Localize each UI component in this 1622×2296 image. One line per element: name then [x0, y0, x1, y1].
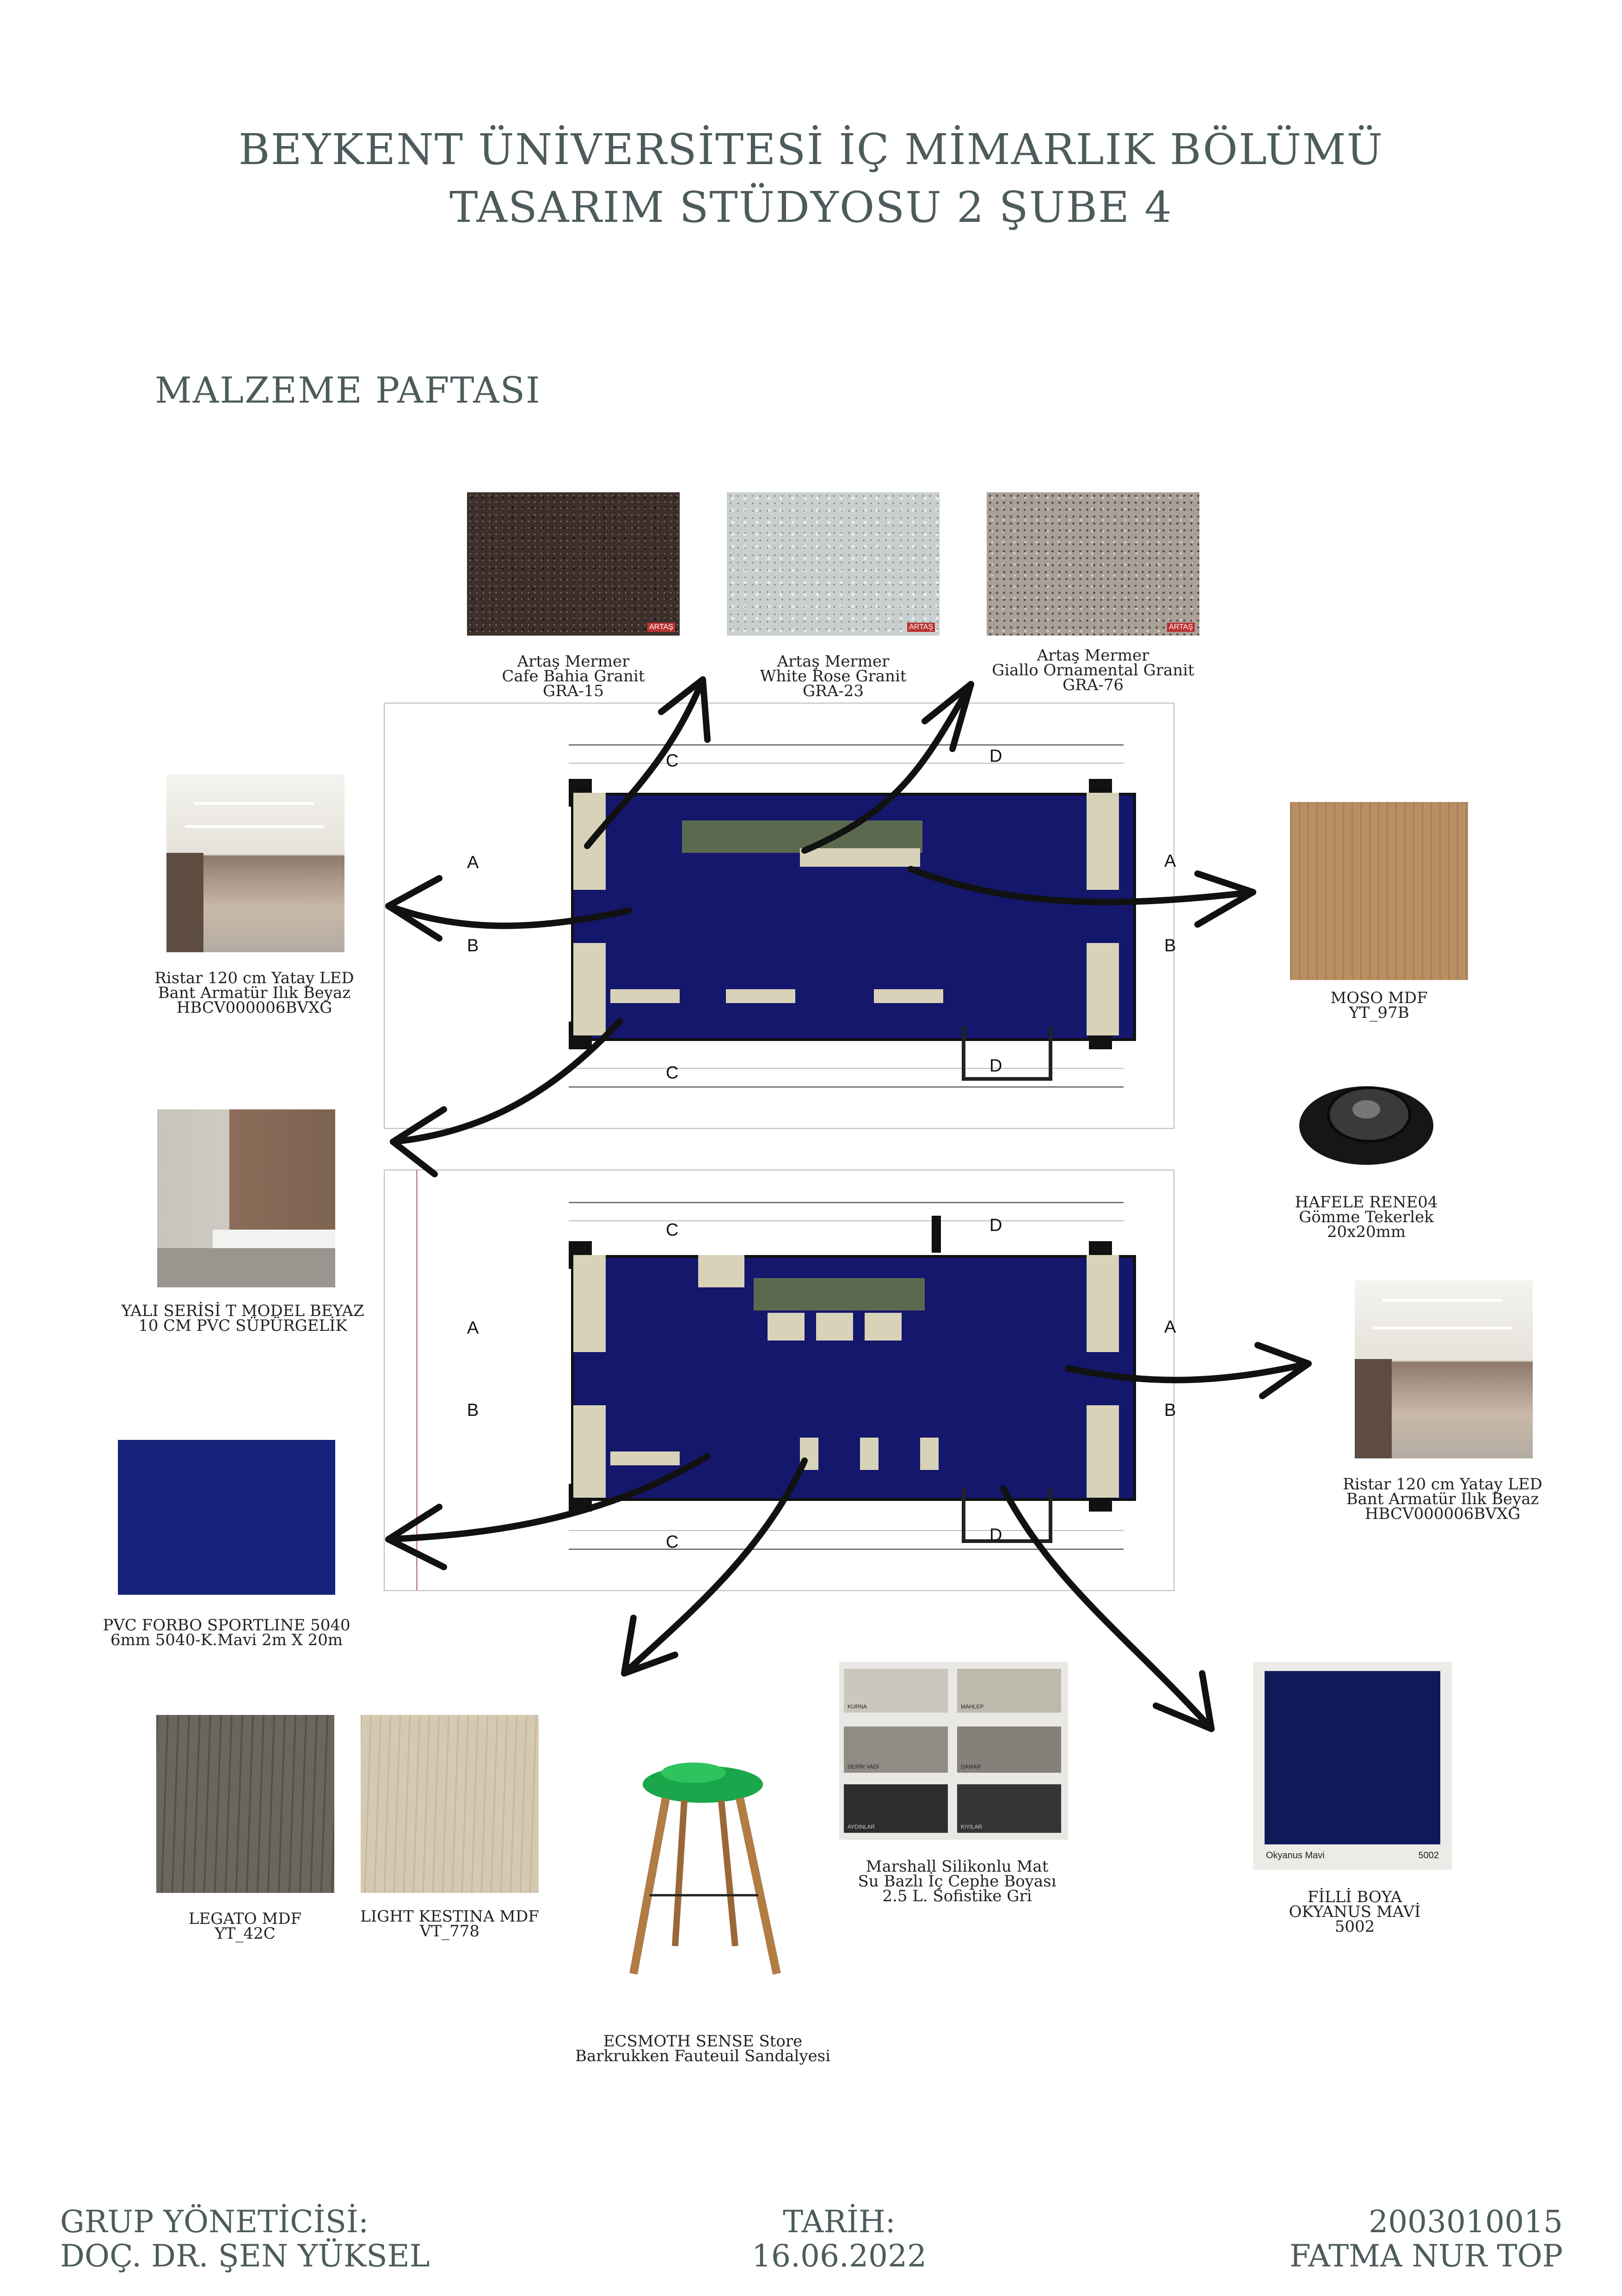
footer-date: TARİH: 16.06.2022: [694, 2205, 985, 2273]
footer-supervisor-label: GRUP YÖNETİCİSİ:: [60, 2204, 369, 2240]
arrow-to-stool: [621, 1457, 808, 1677]
arrow-to-led-left: [385, 903, 632, 929]
section-marker-b: B: [467, 1401, 479, 1420]
section-marker-d: D: [989, 747, 1002, 766]
skirting-photo: [157, 1109, 335, 1287]
filli-card-code: 5002: [1418, 1850, 1439, 1861]
granite-giallo-swatch: ARTAŞ: [987, 492, 1199, 636]
section-marker-d: D: [989, 1056, 1002, 1076]
moso-mdf-swatch: [1290, 802, 1468, 980]
section-marker-d: D: [989, 1216, 1002, 1235]
forbo-blue-swatch: [118, 1440, 335, 1595]
legato-mdf-swatch: [156, 1715, 334, 1893]
arrow-to-moso: [908, 866, 1256, 906]
footer-supervisor: GRUP YÖNETİCİSİ: DOÇ. DR. ŞEN YÜKSEL: [60, 2205, 430, 2273]
light-kestina-mdf-swatch: [361, 1715, 539, 1893]
chip-label: KURNA: [848, 1703, 867, 1710]
arrow-to-skirting: [390, 1018, 623, 1145]
chip-label: AYDINLAR: [848, 1824, 875, 1830]
section-title: MALZEME PAFTASI: [155, 370, 541, 411]
artas-logo: ARTAŞ: [647, 623, 675, 632]
section-marker-a: A: [1164, 1317, 1176, 1337]
section-marker-a: A: [467, 853, 479, 872]
chip-label: KIYILAR: [961, 1824, 983, 1830]
floor-plan-upper: A B A B C C D D: [384, 703, 1176, 1129]
led-office-photo-right: [1355, 1280, 1533, 1458]
footer-supervisor-name: DOÇ. DR. ŞEN YÜKSEL: [60, 2238, 430, 2274]
section-marker-c: C: [666, 1532, 679, 1552]
filli-card-name: Okyanus Mavi: [1266, 1850, 1325, 1861]
section-marker-c: C: [666, 1063, 679, 1083]
section-marker-b: B: [467, 936, 479, 955]
chip-label: DERİN VADİ: [848, 1763, 879, 1770]
granite-cafe-bahia-swatch: ARTAŞ: [467, 492, 680, 636]
section-marker-c: C: [666, 751, 679, 771]
section-marker-b: B: [1164, 1401, 1176, 1420]
arrow-to-forbo: [385, 1453, 711, 1543]
section-marker-b: B: [1164, 936, 1176, 955]
marshall-paint-card: KURNA MAHLEP DERİN VADİ DAMAR AYDINLAR K…: [839, 1662, 1068, 1840]
footer-student-name: FATMA NUR TOP: [1290, 2238, 1563, 2274]
footer-student: 2003010015 FATMA NUR TOP: [1202, 2205, 1563, 2273]
chip-label: MAHLEP: [961, 1703, 984, 1710]
chip-label: DAMAR: [961, 1763, 981, 1770]
arrow-to-cafe-bahia: [584, 676, 706, 849]
footer-date-label: TARİH:: [783, 2204, 896, 2240]
title-line-2: TASARIM STÜDYOSU 2 ŞUBE 4: [449, 183, 1173, 232]
arrow-to-led-right: [1065, 1360, 1312, 1384]
led-office-photo-left: [166, 774, 344, 952]
section-marker-a: A: [467, 1318, 479, 1338]
artas-logo: ARTAŞ: [1167, 623, 1195, 632]
footer-student-number: 2003010015: [1369, 2204, 1563, 2240]
footer-date-value: 16.06.2022: [752, 2238, 927, 2274]
section-marker-a: A: [1164, 851, 1176, 871]
bar-stool-image: [629, 1763, 781, 1975]
artas-logo: ARTAŞ: [907, 623, 935, 632]
arrow-to-filli: [1000, 1485, 1215, 1732]
title-line-1: BEYKENT ÜNİVERSİTESİ İÇ MİMARLIK BÖLÜMÜ: [238, 125, 1384, 174]
hafele-wheel-image: [1299, 1072, 1433, 1169]
section-marker-d: D: [989, 1525, 1002, 1545]
floor-plan-lower: A B A B C C D D: [384, 1169, 1176, 1591]
filli-boya-card: Okyanus Mavi 5002: [1253, 1662, 1452, 1870]
granite-white-rose-swatch: ARTAŞ: [727, 492, 940, 636]
section-marker-c: C: [666, 1220, 679, 1240]
arrow-to-giallo: [801, 681, 974, 854]
